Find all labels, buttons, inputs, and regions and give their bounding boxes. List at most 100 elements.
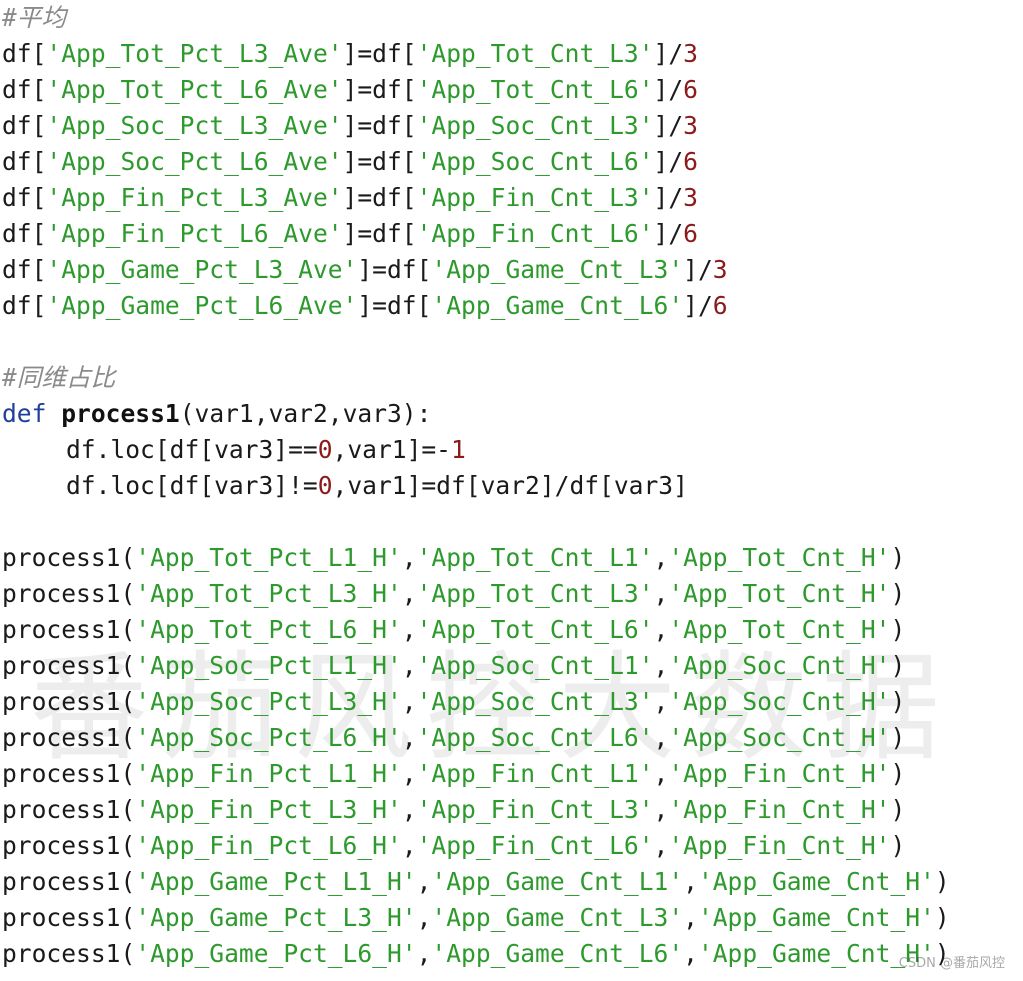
- code-line: df['App_Soc_Pct_L3_Ave']=df['App_Soc_Cnt…: [2, 108, 1021, 144]
- string-literal: 'App_Soc_Pct_L6_H': [135, 723, 402, 752]
- code-line: df['App_Tot_Pct_L6_Ave']=df['App_Tot_Cnt…: [2, 72, 1021, 108]
- comma: ,: [416, 903, 432, 932]
- string-literal: 'App_Fin_Cnt_L6': [416, 219, 654, 248]
- code-token: df[: [2, 291, 47, 320]
- string-literal: 'App_Soc_Cnt_H': [668, 651, 891, 680]
- comma: ,: [401, 759, 417, 788]
- comment-average: #平均: [2, 3, 66, 32]
- string-literal: 'App_Fin_Pct_L3_Ave': [46, 183, 343, 212]
- string-literal: 'App_Soc_Pct_L3_Ave': [46, 111, 343, 140]
- string-literal: 'App_Fin_Cnt_H': [668, 795, 891, 824]
- string-literal: 'App_Fin_Cnt_L3': [416, 795, 654, 824]
- string-literal: 'App_Soc_Cnt_L1': [416, 651, 654, 680]
- function-call: process1(: [2, 687, 136, 716]
- string-literal: 'App_Tot_Cnt_L6': [416, 75, 654, 104]
- code-token: df[: [2, 39, 47, 68]
- string-literal: 'App_Tot_Cnt_L1': [416, 543, 654, 572]
- comma: ,: [401, 579, 417, 608]
- code-token: ]/: [683, 291, 713, 320]
- code-token: ]/: [653, 39, 684, 68]
- code-token: ]=df[: [342, 183, 417, 212]
- function-call: process1(: [2, 795, 136, 824]
- function-call: process1(: [2, 579, 136, 608]
- close-paren: ): [890, 831, 906, 860]
- close-paren: ): [890, 759, 906, 788]
- string-literal: 'App_Tot_Cnt_L6': [416, 615, 654, 644]
- comma: ,: [683, 867, 698, 896]
- function-call: process1(: [2, 759, 136, 788]
- comma: ,: [653, 831, 669, 860]
- corner-watermark: CSDN @番茄风控: [898, 956, 1005, 971]
- string-literal: 'App_Fin_Pct_L6_H': [135, 831, 402, 860]
- string-literal: 'App_Tot_Pct_L6_Ave': [46, 75, 343, 104]
- string-literal: 'App_Tot_Cnt_H': [668, 543, 891, 572]
- keyword-def: def: [2, 399, 47, 428]
- string-literal: 'App_Game_Pct_L6_Ave': [46, 291, 358, 320]
- string-literal: 'App_Tot_Cnt_L3': [416, 579, 654, 608]
- function-params: (var1,var2,var3):: [179, 399, 432, 428]
- average-lines: df['App_Tot_Pct_L3_Ave']=df['App_Tot_Cnt…: [2, 36, 1021, 324]
- comma: ,: [653, 687, 669, 716]
- comma: ,: [653, 723, 669, 752]
- close-paren: ): [934, 939, 950, 968]
- code-token: ]/: [653, 219, 684, 248]
- code-line: df['App_Fin_Pct_L3_Ave']=df['App_Fin_Cnt…: [2, 180, 1021, 216]
- comma: ,: [401, 831, 417, 860]
- code-line: df['App_Soc_Pct_L6_Ave']=df['App_Soc_Cnt…: [2, 144, 1021, 180]
- code-line: df['App_Game_Pct_L3_Ave']=df['App_Game_C…: [2, 252, 1021, 288]
- comma: ,: [653, 651, 669, 680]
- number-literal: 6: [712, 291, 728, 320]
- close-paren: ): [890, 615, 906, 644]
- string-literal: 'App_Soc_Pct_L3_H': [135, 687, 402, 716]
- code-token: ]=df[: [342, 39, 417, 68]
- close-paren: ): [934, 867, 950, 896]
- comma: ,: [401, 543, 417, 572]
- number-literal: 6: [683, 147, 698, 176]
- close-paren: ): [890, 687, 906, 716]
- code-token: ]=df[: [342, 219, 417, 248]
- def-line: def process1(var1,var2,var3):: [2, 396, 1021, 432]
- call-line: process1('App_Soc_Pct_L1_H','App_Soc_Cnt…: [2, 648, 1021, 684]
- code-token: ]/: [653, 183, 684, 212]
- number-literal: 3: [712, 255, 728, 284]
- call-line: process1('App_Tot_Pct_L3_H','App_Tot_Cnt…: [2, 576, 1021, 612]
- string-literal: 'App_Game_Cnt_L1': [431, 867, 684, 896]
- string-literal: 'App_Fin_Cnt_H': [668, 759, 891, 788]
- number-literal: 3: [683, 39, 698, 68]
- string-literal: 'App_Tot_Pct_L3_H': [135, 579, 402, 608]
- code-line: df['App_Fin_Pct_L6_Ave']=df['App_Fin_Cnt…: [2, 216, 1021, 252]
- call-line: process1('App_Fin_Pct_L6_H','App_Fin_Cnt…: [2, 828, 1021, 864]
- comma: ,: [401, 651, 417, 680]
- string-literal: 'App_Game_Cnt_L6': [431, 939, 684, 968]
- code-line: df['App_Game_Pct_L6_Ave']=df['App_Game_C…: [2, 288, 1021, 324]
- function-name: process1: [61, 399, 180, 428]
- string-literal: 'App_Soc_Cnt_L3': [416, 111, 654, 140]
- string-literal: 'App_Game_Pct_L3_H': [135, 903, 417, 932]
- comma: ,: [401, 723, 417, 752]
- string-literal: 'App_Game_Pct_L1_H': [135, 867, 417, 896]
- call-line: process1('App_Soc_Pct_L3_H','App_Soc_Cnt…: [2, 684, 1021, 720]
- blank-line: [2, 324, 1021, 360]
- code-token: df.loc[df[var3]!=: [66, 471, 318, 500]
- string-literal: 'App_Fin_Cnt_L3': [416, 183, 654, 212]
- string-literal: 'App_Tot_Cnt_H': [668, 615, 891, 644]
- code-token: df[: [2, 183, 47, 212]
- code-token: ]=df[: [357, 291, 432, 320]
- function-definition: def process1(var1,var2,var3): df.loc[df[…: [2, 396, 1021, 504]
- code-token: ,var1]=-: [332, 435, 451, 464]
- call-line: process1('App_Soc_Pct_L6_H','App_Soc_Cnt…: [2, 720, 1021, 756]
- number-literal: 0: [317, 471, 333, 500]
- string-literal: 'App_Soc_Cnt_L3': [416, 687, 654, 716]
- call-line: process1('App_Tot_Pct_L1_H','App_Tot_Cnt…: [2, 540, 1021, 576]
- string-literal: 'App_Game_Cnt_L6': [431, 291, 684, 320]
- function-call: process1(: [2, 615, 136, 644]
- close-paren: ): [890, 651, 906, 680]
- comma: ,: [401, 795, 417, 824]
- call-line: process1('App_Game_Pct_L1_H','App_Game_C…: [2, 864, 1021, 900]
- string-literal: 'App_Fin_Cnt_H': [668, 831, 891, 860]
- string-literal: 'App_Tot_Cnt_H': [668, 579, 891, 608]
- string-literal: 'App_Fin_Pct_L6_Ave': [46, 219, 343, 248]
- blank-line: [2, 504, 1021, 540]
- function-body-line: df.loc[df[var3]!=0,var1]=df[var2]/df[var…: [2, 468, 1021, 504]
